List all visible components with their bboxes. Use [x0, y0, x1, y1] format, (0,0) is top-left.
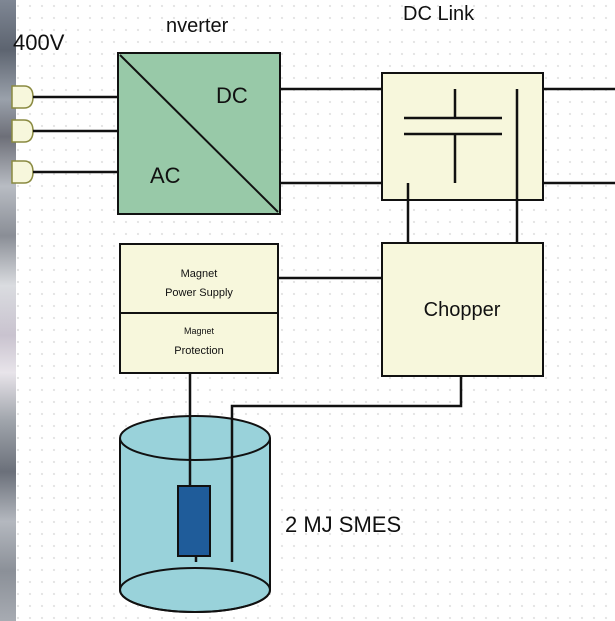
inverter-dc-label: DC [216, 83, 248, 108]
protection-label-2: Protection [174, 345, 224, 357]
chopper-label: Chopper [424, 299, 501, 321]
dc-link-drops [406, 89, 519, 243]
voltage-label: 400V [13, 30, 65, 55]
smes-label: 2 MJ SMES [285, 512, 401, 537]
mains-connector-3 [11, 160, 34, 184]
cylinder-top [119, 415, 271, 461]
inverter-diagonal [119, 54, 279, 213]
inverter-ac-label: AC [150, 163, 181, 188]
equipment-photo-strip [0, 0, 16, 621]
mains-lines [33, 95, 118, 174]
mains-connector-1 [11, 85, 34, 109]
dc-link-title: DC Link [403, 3, 475, 25]
cylinder-bottom-rim [119, 567, 271, 613]
protection-label-1: Magnet [184, 326, 215, 336]
magnet-supply-label-2: Power Supply [165, 287, 233, 299]
magnet-supply-label-1: Magnet [181, 268, 218, 280]
lead-chopper [230, 376, 463, 562]
capacitor-symbol [404, 89, 502, 183]
chopper-block [381, 242, 544, 377]
magnet-supply-block [119, 243, 279, 374]
mains-connector-2 [11, 119, 34, 143]
dc-link-block [381, 72, 544, 201]
mains-connectors [11, 85, 34, 184]
inverter-title: nverter [166, 15, 229, 37]
coil [177, 485, 211, 557]
